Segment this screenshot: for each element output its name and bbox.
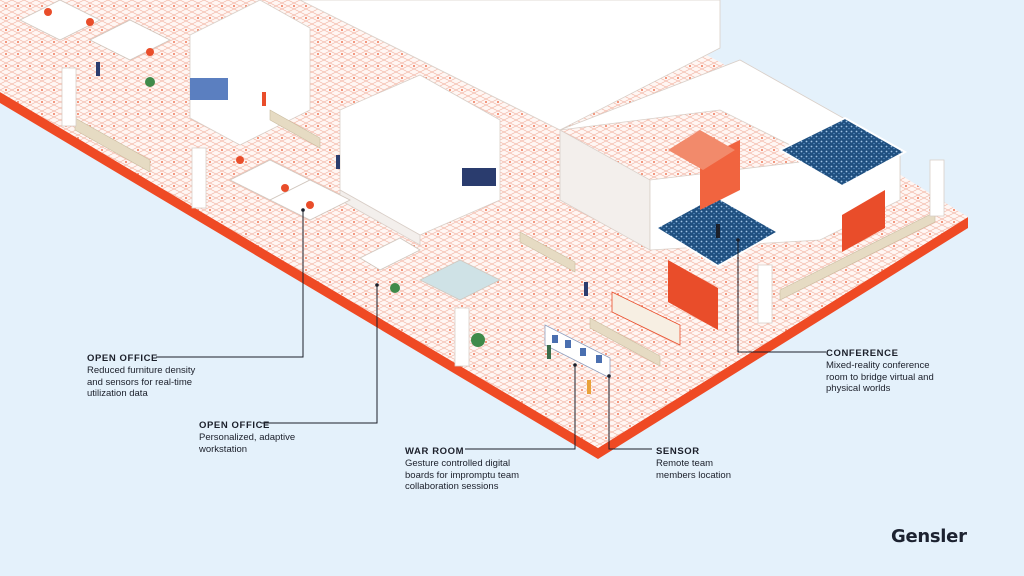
wood-counters xyxy=(74,109,936,367)
callout-conference: CONFERENCE Mixed-reality conference room… xyxy=(826,348,934,395)
callout-war-room: WAR ROOM Gesture controlled digital boar… xyxy=(405,446,519,493)
callout-title: SENSOR xyxy=(656,446,700,457)
callout-leader-lines xyxy=(156,210,826,450)
staircase xyxy=(668,130,735,170)
desk-clusters xyxy=(19,0,501,301)
callout-title: WAR ROOM xyxy=(405,446,465,457)
callout-title: OPEN OFFICE xyxy=(199,420,270,431)
gensler-logo: Gensler xyxy=(891,526,967,547)
red-chairs xyxy=(44,8,314,209)
structural-columns xyxy=(61,67,945,367)
callout-description: Reduced furniture density and sensors fo… xyxy=(87,365,196,399)
people xyxy=(96,62,720,394)
callout-open-office-workstation: OPEN OFFICE Personalized, adaptive works… xyxy=(199,420,295,455)
floor-slab-edge xyxy=(0,92,968,459)
war-room-boards xyxy=(544,291,681,379)
leader-line-anchors xyxy=(301,208,740,378)
callout-description: Gesture controlled digital boards for im… xyxy=(405,458,520,492)
callout-title: OPEN OFFICE xyxy=(87,353,158,364)
callout-description: Personalized, adaptive workstation xyxy=(199,432,296,455)
digital-screen xyxy=(462,168,496,186)
digital-screen xyxy=(190,78,228,100)
plants xyxy=(145,77,485,347)
conference-carpet-right xyxy=(777,116,908,188)
callout-sensor: SENSOR Remote team members location xyxy=(656,446,731,481)
meeting-rooms xyxy=(189,0,501,246)
callout-description: Remote team members location xyxy=(656,458,731,481)
callout-open-office-density: OPEN OFFICE Reduced furniture density an… xyxy=(87,353,195,400)
callout-title: CONFERENCE xyxy=(826,348,899,359)
callout-description: Mixed-reality conference room to bridge … xyxy=(826,360,934,394)
